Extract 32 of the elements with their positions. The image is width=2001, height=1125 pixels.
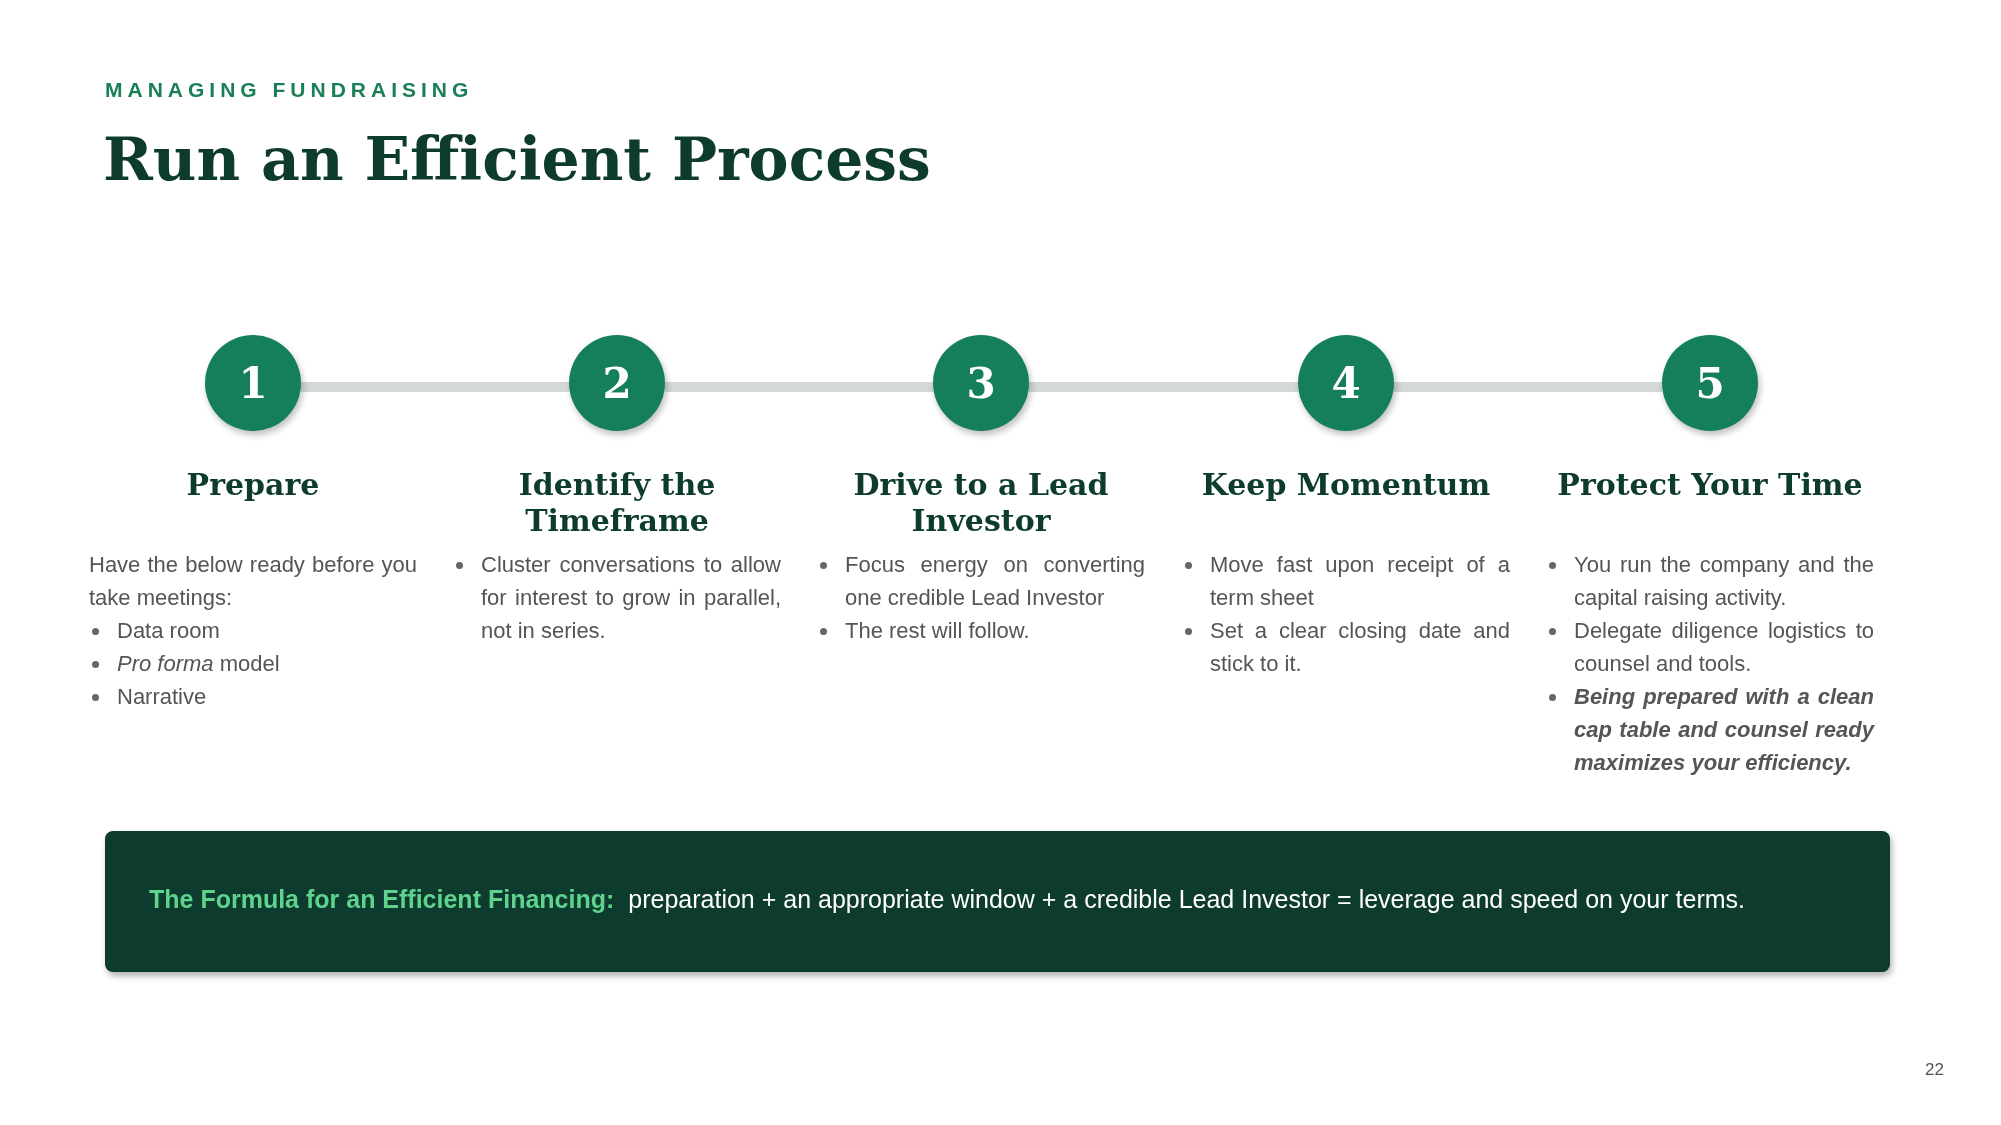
bullet-text: Being prepared with a clean cap table and counsel ready maximizes your efficiency.	[1574, 683, 1874, 777]
step-heading: Keep Momentum	[1200, 467, 1492, 503]
connector-line	[1394, 382, 1662, 392]
step-heading: Identify the Timeframe	[517, 467, 717, 539]
connector-line	[301, 382, 569, 392]
connector-line	[1029, 382, 1298, 392]
bullet-text: Delegate diligence logistics to counsel and tools.	[1574, 617, 1874, 678]
bullet-text: Pro forma model	[117, 650, 281, 678]
section-kicker: MANAGING FUNDRAISING	[105, 78, 474, 102]
step-heading: Protect Your Time	[1556, 467, 1864, 503]
bullet-text: Move fast upon receipt of a term sheet	[1210, 551, 1510, 612]
bullet-text: Narrative	[117, 683, 208, 711]
page-number: 22	[1925, 1060, 1944, 1080]
step-number-circle: 4	[1298, 335, 1394, 431]
connector-line	[665, 382, 933, 392]
banner-text: preparation + an appropriate window + a credible Lead Investor = leverage and speed on your terms.	[628, 885, 1745, 914]
step-heading: Drive to a Lead Investor	[852, 467, 1110, 539]
slide-title: Run an Efficient Process	[103, 124, 931, 194]
bullet-text: Data room	[117, 617, 221, 645]
bullet-text: The rest will follow.	[845, 617, 1031, 645]
step-number-circle: 2	[569, 335, 665, 431]
bullet-text: Cluster conversations to allow for interest to grow in parallel, not in series.	[481, 551, 781, 645]
step-heading: Prepare	[185, 467, 321, 503]
formula-banner	[105, 831, 1890, 972]
bullet-text: You run the company and the capital raising activity.	[1574, 551, 1874, 612]
step-number-circle: 3	[933, 335, 1029, 431]
step-description: Have the below ready before you take meetings:	[89, 551, 417, 612]
step-number-circle: 5	[1662, 335, 1758, 431]
bullet-text: Focus energy on converting one credible Lead Investor	[845, 551, 1145, 612]
banner-heading: The Formula for an Efficient Financing:	[149, 885, 615, 914]
step-number-circle: 1	[205, 335, 301, 431]
bullet-text: Set a clear closing date and stick to it.	[1210, 617, 1510, 678]
